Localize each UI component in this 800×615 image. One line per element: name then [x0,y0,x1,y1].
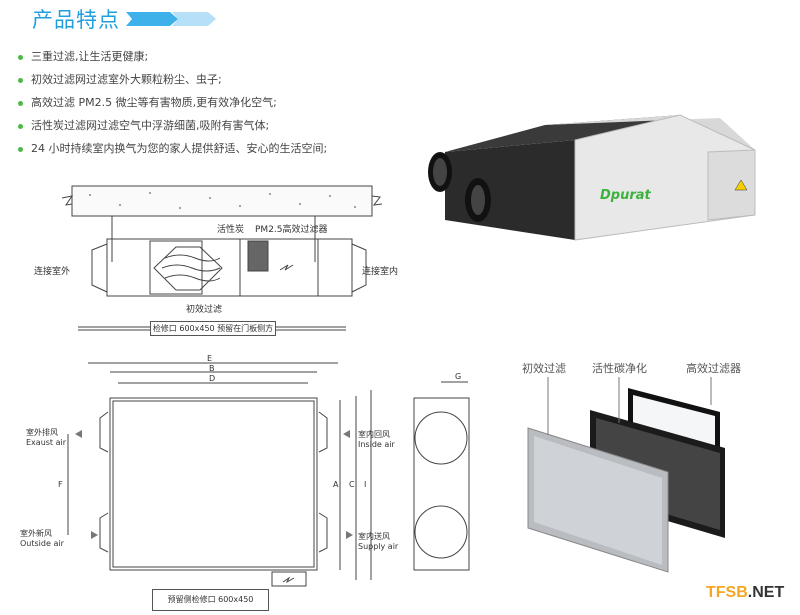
feature-text: 高效过滤 PM2.5 微尘等有害物质,更有效净化空气; [31,96,277,109]
access-bar [78,326,346,331]
bullet-icon [18,77,23,83]
unit-top-view [67,362,470,587]
filter-label-hepa: 高效过滤器 [686,362,741,375]
bullet-icon [18,146,23,152]
dim-g: G [455,372,462,381]
feature-item: 初效过滤网过滤室外大颗粒粉尘、虫子; [18,71,222,87]
filter-label-carbon: 活性碳净化 [592,362,647,375]
unit-side-view [91,238,367,297]
dim-a: A [333,480,339,489]
carbon-label: 活性炭 [217,225,245,235]
connect-outdoor-label: 连接室外 [34,267,71,277]
bullet-icon [18,54,23,60]
connect-indoor-label: 连接室内 [362,267,399,277]
feature-text: 24 小时持续室内换气为您的家人提供舒适、安心的生活空间; [31,142,328,155]
bullet-icon [18,100,23,106]
dim-e: E [207,354,213,363]
dim-f: F [58,480,63,489]
dim-c: C [349,480,355,489]
primary-filter-label: 初效过滤 [186,305,223,315]
feature-text: 三重过滤,让生活更健康; [31,50,149,63]
filters-image [527,377,725,573]
hepa-label: PM2.5高效过滤器 [255,225,328,235]
feature-item: 活性炭过滤网过滤空气中浮游细菌,吸附有害气体; [18,117,269,133]
product-image [428,114,756,241]
side-access-port-label: 预留侧检修口 600x450 [152,589,269,611]
feature-text: 初效过滤网过滤室外大颗粒粉尘、虫子; [31,73,222,86]
feature-item: 24 小时持续室内换气为您的家人提供舒适、安心的生活空间; [18,140,327,156]
feature-item: 高效过滤 PM2.5 微尘等有害物质,更有效净化空气; [18,94,277,110]
slab-texture [89,192,356,209]
chevron-icon [126,12,178,26]
filter-label-primary: 初效过滤 [522,362,566,375]
watermark: TFSB.NET [706,584,785,601]
dim-i: I [364,480,367,489]
dim-b: B [209,364,215,373]
brand-logo: Dpurat [600,188,651,203]
feature-text: 活性炭过滤网过滤空气中浮游细菌,吸附有害气体; [31,119,270,132]
air-arrows [75,430,353,539]
bullet-icon [18,123,23,129]
access-port-label: 检修口 600x450 预留在门板侧方 [150,321,276,336]
ceiling-slab [61,185,383,262]
feature-item: 三重过滤,让生活更健康; [18,48,148,64]
dim-d: D [209,374,216,383]
page-title: 产品特点 [32,8,120,32]
chevron-icon [172,12,216,26]
